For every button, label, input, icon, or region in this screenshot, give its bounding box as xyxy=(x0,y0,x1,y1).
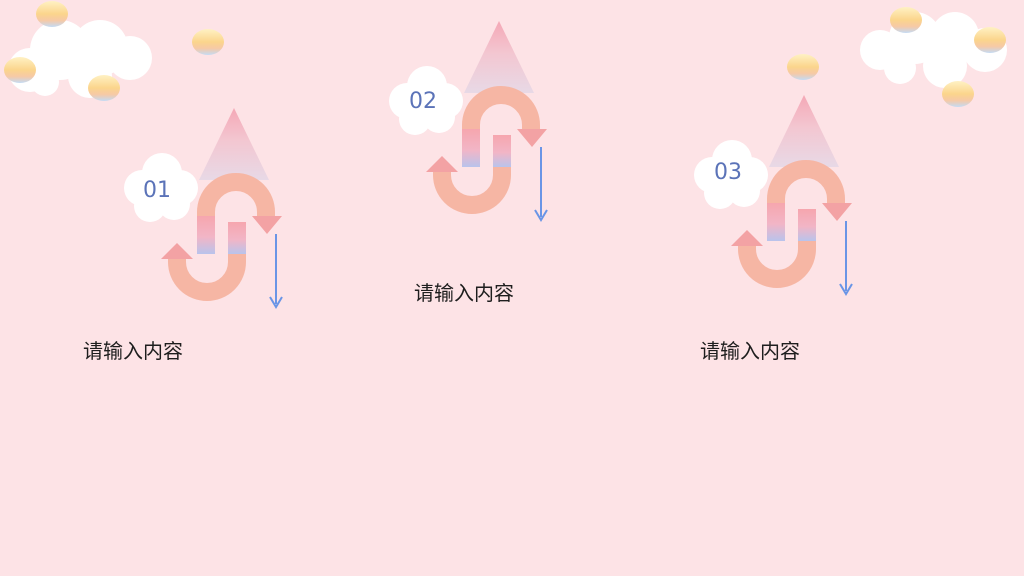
step-3-graphic xyxy=(720,95,920,315)
cloud-left xyxy=(8,20,152,98)
balloon xyxy=(974,27,1006,53)
step-3-number: 03 xyxy=(714,160,742,185)
balloon xyxy=(88,75,120,101)
step-1-label[interactable]: 请输入内容 xyxy=(83,339,183,363)
step-2-label[interactable]: 请输入内容 xyxy=(414,281,514,305)
balloon xyxy=(942,81,974,107)
balloon xyxy=(890,7,922,33)
step-1-number: 01 xyxy=(143,178,171,203)
step-2-graphic xyxy=(415,21,615,241)
balloon xyxy=(787,54,819,80)
step-2-number: 02 xyxy=(409,89,437,114)
step-3-label[interactable]: 请输入内容 xyxy=(700,339,800,363)
step-2: 02 xyxy=(415,21,615,241)
step-3: 03 xyxy=(720,95,920,315)
balloon xyxy=(4,57,36,83)
balloon xyxy=(36,1,68,27)
step-1-graphic xyxy=(150,108,350,328)
step-1: 01 xyxy=(150,108,350,328)
balloon xyxy=(192,29,224,55)
cloud-right xyxy=(860,12,1007,88)
